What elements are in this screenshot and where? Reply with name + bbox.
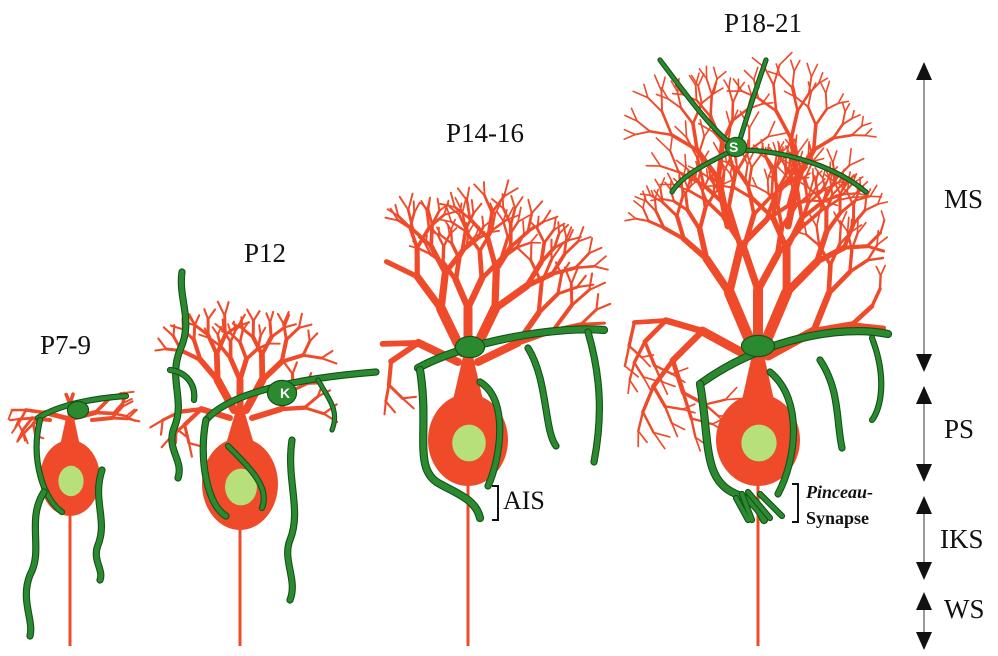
purkinje-dendritic-tree [383, 180, 611, 414]
ps-bottom-arrow [916, 464, 932, 482]
basket-cell-body-p7-9 [68, 402, 88, 418]
iks-bottom-arrow [916, 562, 932, 580]
basket-cell-marker: K [280, 385, 290, 401]
ws-top-arrow [916, 592, 932, 610]
ms-top-arrow [916, 62, 932, 80]
ps-top-arrow [916, 386, 932, 404]
purkinje-nucleus [58, 466, 83, 496]
layer-label-ps: PS [944, 414, 974, 445]
ms-bottom-arrow [916, 354, 932, 372]
climbing-fiber-p7-9-left [26, 492, 44, 636]
purkinje-nucleus [741, 425, 776, 462]
ais-label: AIS [503, 486, 545, 516]
layer-label-ws: WS [944, 594, 985, 625]
pinceau-label: Pinceau- [806, 482, 873, 503]
ws-bottom-arrow [916, 632, 932, 650]
stage-label-p12: P12 [244, 238, 286, 269]
stage-label-p14-16: P14-16 [446, 118, 524, 149]
layer-label-ms: MS [944, 184, 983, 215]
layer-label-iks: IKS [940, 524, 984, 555]
stage-label-p18-21: P18-21 [724, 8, 802, 39]
stage-label-p7-9: P7-9 [40, 330, 91, 361]
basket-cell-body-p18-21 [742, 336, 774, 356]
purkinje-nucleus [452, 425, 486, 462]
iks-top-arrow [916, 496, 932, 514]
basket-axon-p18-21 [700, 331, 888, 384]
stellate-cell-marker: S [729, 139, 738, 155]
synapse-label: Synapse [806, 508, 869, 529]
pinceau-bracket [792, 484, 798, 522]
ais-bracket [492, 486, 498, 520]
basket-cell-body-p14-16 [456, 337, 484, 357]
